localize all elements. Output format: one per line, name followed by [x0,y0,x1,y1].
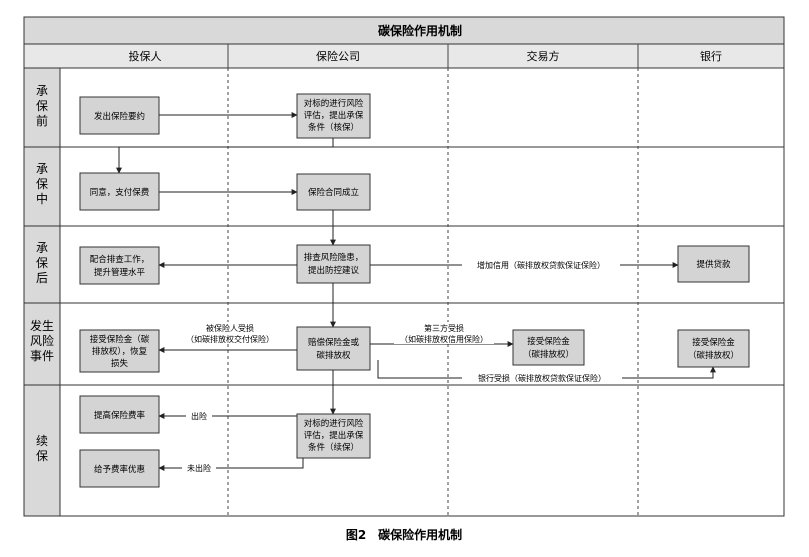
box-cooperate: 配合排查工作， 提升管理水平 [79,246,160,285]
box-raise-premium: 提高保险费率 [79,395,160,434]
svg-text:（碳排放权）: （碳排放权） [523,349,574,360]
box-assess-renewal: 对标的进行风险 评估，提出承保 条件（续保） [296,413,371,459]
svg-text:损失: 损失 [111,358,129,369]
box-inspect: 排查风险隐患， 提出防控建议 [296,244,371,284]
lane-header-insurer: 保险公司 [316,49,360,63]
box-compensate: 赔偿保险金或 碳排放权 [296,326,371,371]
svg-text:条件（续保）: 条件（续保） [308,442,359,453]
label-third-loss-2: （如碳排放权信用保险） [400,334,488,344]
svg-text:评估，提出承保: 评估，提出承保 [304,430,364,441]
svg-text:对标的进行风险: 对标的进行风险 [304,418,364,429]
svg-text:接受保险金: 接受保险金 [692,337,735,348]
svg-text:赔偿保险金或: 赔偿保险金或 [308,337,360,348]
label-third-loss-1: 第三方受损 [424,323,464,333]
svg-text:承: 承 [36,84,48,98]
label-bank-loss: 银行受损（碳排放权贷款保证保险） [478,373,606,383]
label-insured-loss-2: （如碳排放权交付保险） [186,334,274,344]
diagram-title: 碳保险作用机制 [378,23,462,38]
stage-label-during: 承 保 中 [36,162,48,206]
svg-text:条件（核保）: 条件（核保） [308,122,359,133]
svg-text:排放权），恢复: 排放权），恢复 [92,346,148,357]
label-claim: 出险 [191,411,207,421]
box-receive-counterparty: 接受保险金 （碳排放权） [512,329,585,366]
svg-text:配合排查工作，: 配合排查工作， [90,254,150,265]
svg-text:（碳排放权）: （碳排放权） [688,350,739,361]
svg-text:承: 承 [36,241,48,255]
svg-text:发生: 发生 [30,318,54,333]
box-propose: 发出保险要约 [79,96,160,135]
svg-text:提高保险费率: 提高保险费率 [94,410,146,421]
svg-text:对标的进行风险: 对标的进行风险 [304,98,364,109]
svg-text:提供贷款: 提供贷款 [696,259,731,270]
label-insured-loss-1: 被保险人受损 [206,323,254,333]
svg-text:中: 中 [36,191,48,206]
box-receive-bank: 接受保险金 （碳排放权） [677,329,750,368]
svg-text:事件: 事件 [30,349,54,363]
lane-header-row [23,43,785,69]
box-discount: 给予费率优惠 [79,449,160,488]
svg-text:后: 后 [36,271,48,285]
box-contract: 保险合同成立 [296,173,371,211]
arrow-renewal-to-discount [158,458,304,471]
stage-label-risk-event: 发生 风险 事件 [30,318,54,363]
svg-text:提出防控建议: 提出防控建议 [308,265,360,276]
svg-text:保险合同成立: 保险合同成立 [308,187,360,198]
lane-header-counterparty: 交易方 [527,49,560,63]
lane-header-bank: 银行 [700,49,722,63]
svg-text:接受保险金: 接受保险金 [527,336,570,347]
svg-text:接受保险金（碳: 接受保险金（碳 [90,334,150,345]
label-no-claim: 未出险 [187,463,211,473]
stage-label-after: 承 保 后 [36,241,48,285]
stage-label-before: 承 保 前 [36,84,48,128]
svg-text:前: 前 [36,113,48,128]
box-assess-underwriting: 对标的进行风险 评估，提出承保 条件（核保） [296,93,371,139]
svg-text:保: 保 [36,177,48,191]
svg-text:给予费率优惠: 给予费率优惠 [94,464,145,475]
lane-separators [227,44,639,516]
svg-text:碳排放权: 碳排放权 [316,350,351,361]
svg-text:发出保险要约: 发出保险要约 [94,111,145,122]
stage-column [23,67,61,517]
stage-label-renewal: 续 保 [36,434,48,463]
svg-text:同意，支付保费: 同意，支付保费 [90,187,150,198]
arrow-assess-to-agree [116,138,334,174]
svg-text:排查风险隐患，: 排查风险隐患， [304,252,364,263]
lane-header-policyholder: 投保人 [129,49,162,63]
svg-text:评估，提出承保: 评估，提出承保 [304,110,364,121]
label-credit: 增加信用（碳排放权贷款保证保险） [477,260,605,270]
box-loan: 提供贷款 [677,245,750,283]
svg-text:风险: 风险 [30,333,54,348]
figure-caption: 图2 碳保险作用机制 [346,527,462,542]
svg-text:保: 保 [36,99,48,113]
svg-text:保: 保 [36,449,48,463]
box-agree-pay: 同意，支付保费 [79,172,160,211]
svg-text:提升管理水平: 提升管理水平 [94,267,146,278]
svg-text:承: 承 [36,162,48,176]
svg-text:保: 保 [36,256,48,270]
box-receive-policyholder: 接受保险金（碳 排放权），恢复 损失 [79,329,160,373]
svg-text:续: 续 [36,434,48,448]
